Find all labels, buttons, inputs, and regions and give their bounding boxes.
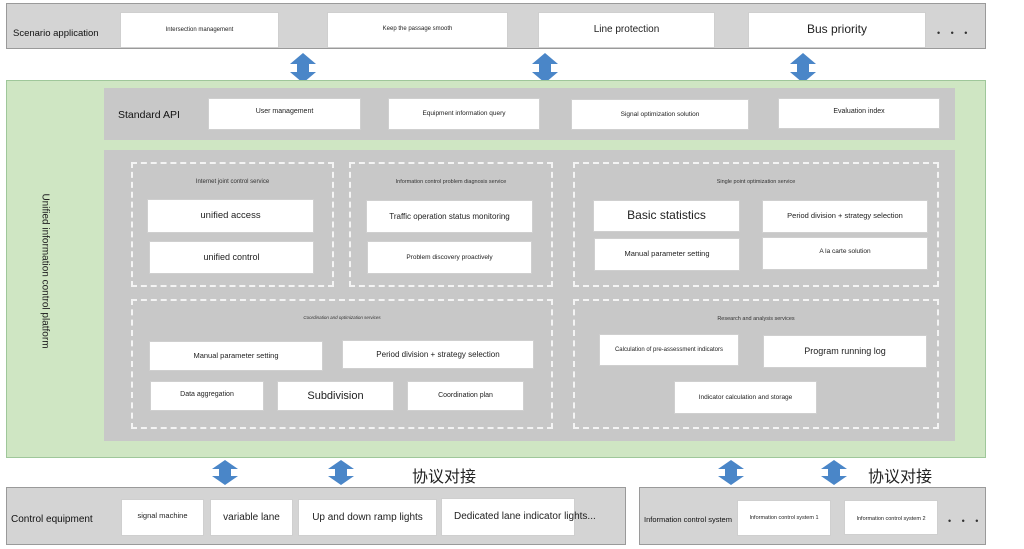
pre-assessment-indicators-box: Calculation of pre-assessment indicators: [599, 334, 739, 366]
coordination-optimization-title: Coordination and optimization services: [303, 315, 381, 320]
control-equipment-band: Control equipment signal machine variabl…: [6, 487, 626, 545]
scenario-application-band: Scenario application Intersection manage…: [6, 3, 986, 49]
program-running-log-box: Program running log: [763, 335, 927, 368]
double-arrow-icon: [718, 460, 744, 485]
scenario-bus-priority: Bus priority: [748, 12, 926, 48]
standard-api-panel: Standard API User management Equipment i…: [104, 88, 955, 140]
indicator-calc-storage-box: Indicator calculation and storage: [674, 381, 817, 414]
basic-statistics-box: Basic statistics: [593, 200, 740, 232]
double-arrow-icon: [212, 460, 238, 485]
api-evaluation-index: Evaluation index: [778, 98, 940, 129]
protocol-label-left: 协议对接: [412, 467, 477, 486]
traffic-status-monitoring-box: Traffic operation status monitoring: [366, 200, 533, 233]
protocol-label-right: 协议对接: [868, 467, 933, 486]
problem-diagnosis-group: Information control problem diagnosis se…: [349, 162, 553, 287]
problem-discovery-box: Problem discovery proactively: [367, 241, 532, 274]
double-arrow-icon: [532, 53, 558, 83]
internet-joint-control-group: Internet joint control service unified a…: [131, 162, 334, 287]
info-control-system-2-box: Information control system 2: [844, 500, 938, 535]
double-arrow-icon: [328, 460, 354, 485]
problem-diagnosis-title: Information control problem diagnosis se…: [395, 179, 507, 185]
a-la-carte-box: A la carte solution: [762, 237, 928, 270]
variable-lane-box: variable lane: [210, 499, 293, 536]
info-control-more-dots: • • •: [948, 516, 983, 526]
unified-platform-label: Unified information control platform: [39, 193, 51, 349]
coordination-plan-box: Coordination plan: [407, 381, 524, 411]
unified-control-box: unified control: [149, 241, 314, 274]
scenario-keep-passage-smooth: Keep the passage smooth: [327, 12, 508, 48]
signal-machine-box: signal machine: [121, 499, 204, 536]
subdivision-box: Subdivision: [277, 381, 394, 411]
dedicated-lane-lights-box: Dedicated lane indicator lights...: [441, 498, 596, 536]
double-arrow-icon: [290, 53, 316, 83]
scenario-line-protection: Line protection: [538, 12, 715, 48]
manual-parameter-coord-box: Manual parameter setting: [149, 341, 323, 371]
research-analysis-title: Research and analysis services: [717, 316, 795, 322]
scenario-application-label: Scenario application: [13, 28, 99, 39]
api-equipment-info-query: Equipment information query: [388, 98, 540, 130]
scenario-more-dots: • • •: [937, 28, 972, 38]
standard-api-label: Standard API: [118, 109, 180, 121]
double-arrow-icon: [821, 460, 847, 485]
coordination-optimization-group: Coordination and optimization services M…: [131, 299, 553, 429]
services-panel: Internet joint control service unified a…: [104, 150, 955, 441]
info-control-system-label: Information control system: [644, 515, 732, 524]
manual-parameter-single-box: Manual parameter setting: [594, 238, 740, 271]
api-signal-optimization: Signal optimization solution: [571, 99, 749, 130]
single-point-optimization-title: Single point optimization service: [716, 179, 796, 185]
single-point-optimization-group: Single point optimization service Basic …: [573, 162, 939, 287]
info-control-system-band: Information control system Information c…: [639, 487, 986, 545]
info-control-system-1-box: Information control system 1: [737, 500, 831, 536]
double-arrow-icon: [790, 53, 816, 83]
scenario-intersection-management: Intersection management: [120, 12, 279, 48]
period-division-coord-box: Period division + strategy selection: [342, 340, 534, 369]
api-user-management: User management: [208, 98, 361, 130]
unified-access-box: unified access: [147, 199, 314, 233]
ramp-lights-box: Up and down ramp lights: [298, 499, 437, 536]
research-analysis-group: Research and analysis services Calculati…: [573, 299, 939, 429]
internet-joint-control-title: Internet joint control service: [195, 179, 270, 185]
control-equipment-label: Control equipment: [11, 514, 93, 525]
data-aggregation-box: Data aggregation: [150, 381, 264, 411]
period-division-box: Period division + strategy selection: [762, 200, 928, 233]
